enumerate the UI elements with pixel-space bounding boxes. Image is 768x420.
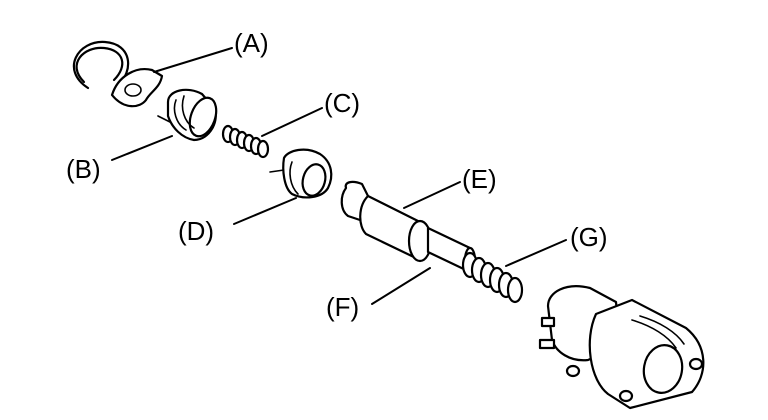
leader-lines <box>111 47 567 305</box>
housing <box>538 285 705 410</box>
leader-b <box>111 135 173 161</box>
label-e: (E) <box>462 164 497 194</box>
part-c-spring <box>221 124 270 159</box>
leader-c <box>261 107 323 137</box>
leader-a <box>153 47 233 73</box>
part-e-piston <box>340 180 433 263</box>
part-g-spring <box>461 251 524 304</box>
part-a-snap-ring <box>73 40 164 108</box>
leader-g <box>505 239 567 267</box>
label-f: (F) <box>326 292 359 322</box>
part-b-cylinder <box>157 88 218 142</box>
leader-e <box>403 181 461 209</box>
part-d-valve-head <box>269 148 333 199</box>
label-b: (B) <box>66 154 101 184</box>
label-d: (D) <box>178 216 214 246</box>
leader-f <box>371 267 431 305</box>
label-a: (A) <box>234 28 269 58</box>
label-c: (C) <box>324 88 360 118</box>
label-g: (G) <box>570 222 608 252</box>
leader-d <box>233 197 297 225</box>
